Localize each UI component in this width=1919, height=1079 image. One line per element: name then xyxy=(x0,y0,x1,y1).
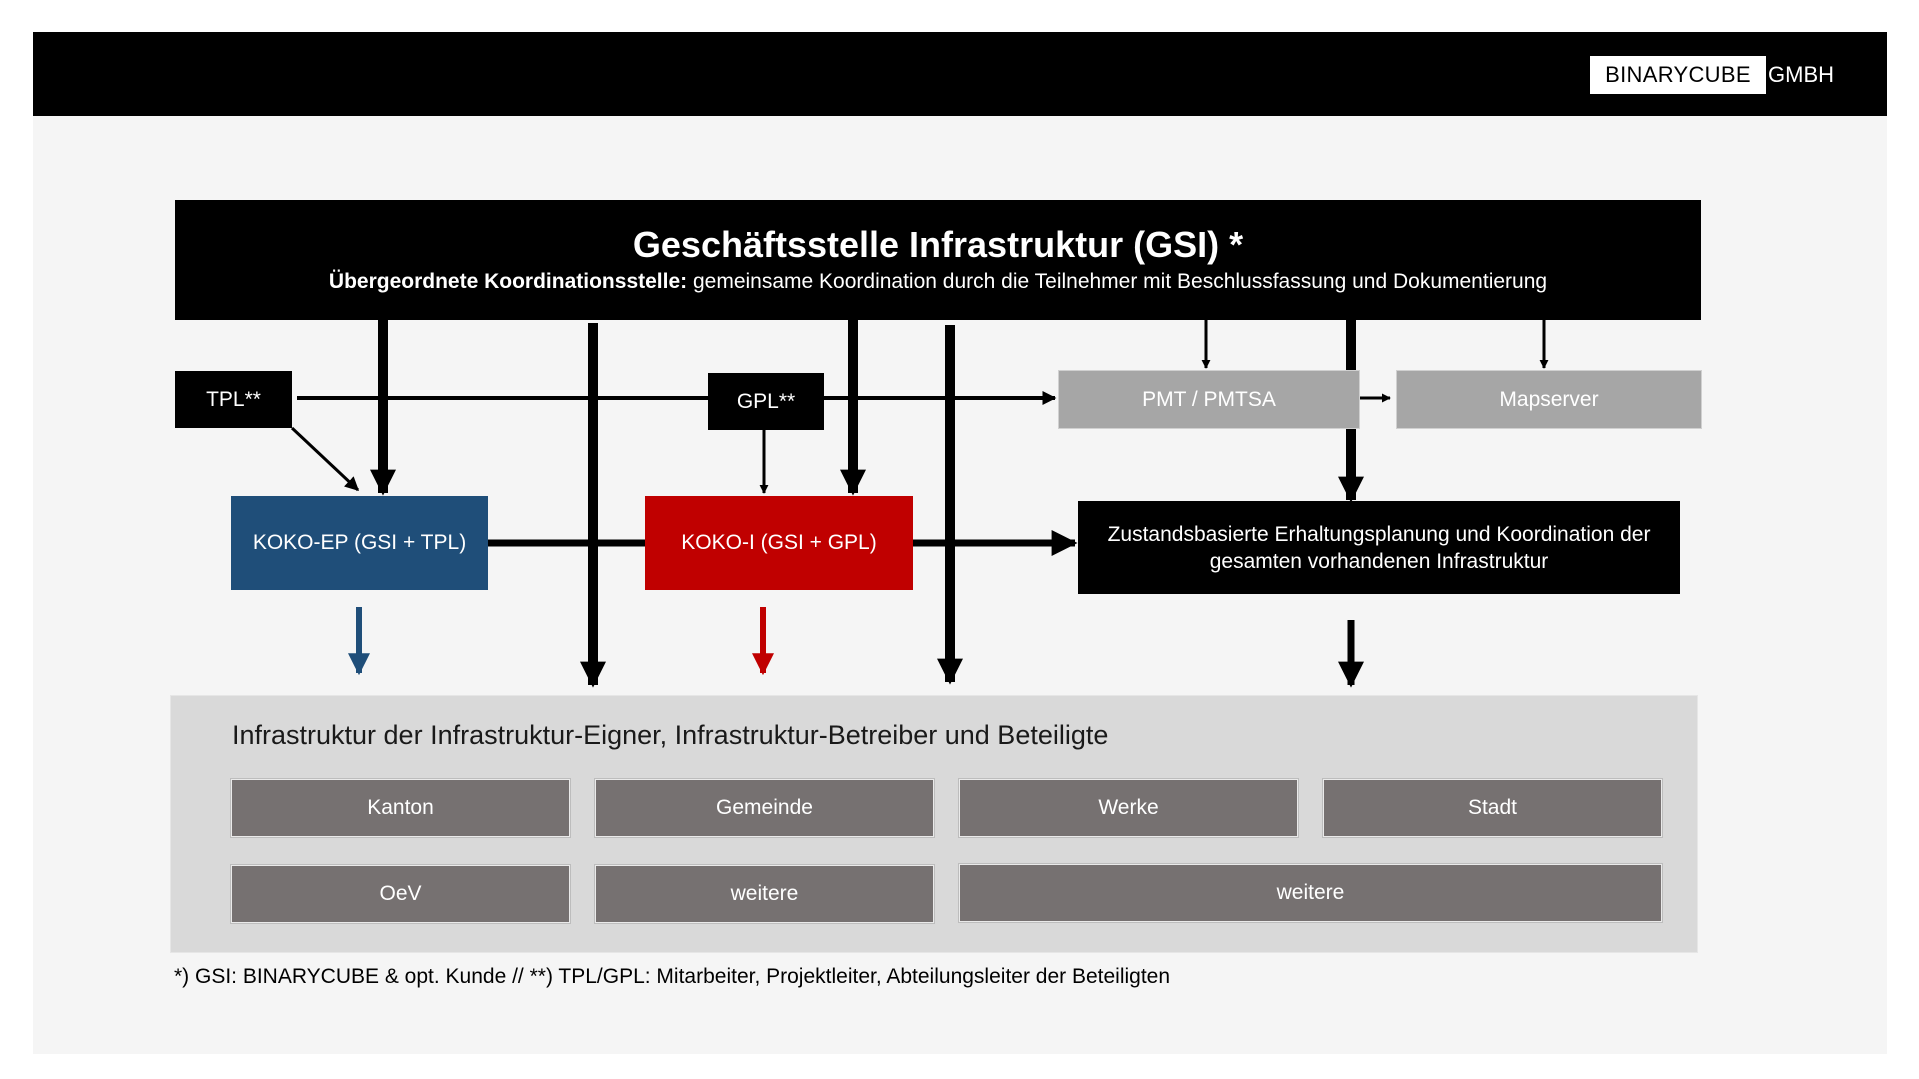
infra-cell-oev: OeV xyxy=(230,864,571,924)
gsi-subtitle: Übergeordnete Koordinationsstelle: gemei… xyxy=(175,270,1701,294)
gsi-block: Geschäftsstelle Infrastruktur (GSI) * Üb… xyxy=(175,200,1701,320)
pmt-node: PMT / PMTSA xyxy=(1058,370,1360,429)
infra-cell-werke: Werke xyxy=(958,778,1299,838)
koko-i-node: KOKO-I (GSI + GPL) xyxy=(645,496,913,590)
gsi-subtitle-rest: gemeinsame Koordination durch die Teilne… xyxy=(687,270,1548,293)
infra-cell-kanton: Kanton xyxy=(230,778,571,838)
zustand-node: Zustandsbasierte Erhaltungsplanung und K… xyxy=(1078,501,1680,594)
infrastructure-title: Infrastruktur der Infrastruktur-Eigner, … xyxy=(232,720,1109,750)
gsi-subtitle-bold: Übergeordnete Koordinationsstelle: xyxy=(328,270,688,293)
header-bar xyxy=(33,32,1887,116)
brand-suffix: GMBH xyxy=(1768,62,1834,87)
gsi-title: Geschäftsstelle Infrastruktur (GSI) * xyxy=(632,224,1244,265)
infra-cell-weitere-2: weitere xyxy=(958,863,1663,923)
mapserver-node: Mapserver xyxy=(1396,370,1702,429)
zustand-line-1: Zustandsbasierte Erhaltungsplanung und K… xyxy=(1107,522,1651,546)
zustand-line-2: gesamten vorhandenen Infrastruktur xyxy=(1209,549,1549,573)
tpl-node: TPL** xyxy=(175,371,292,428)
infra-cell-weitere-1: weitere xyxy=(594,864,935,924)
infra-cell-gemeinde: Gemeinde xyxy=(594,778,935,838)
infra-cell-stadt: Stadt xyxy=(1322,778,1663,838)
footnote: *) GSI: BINARYCUBE & opt. Kunde // **) T… xyxy=(174,965,1171,988)
koko-ep-node: KOKO-EP (GSI + TPL) xyxy=(231,496,488,590)
gpl-node: GPL** xyxy=(708,373,824,430)
brand-logo: BINARYCUBE xyxy=(1590,56,1766,94)
